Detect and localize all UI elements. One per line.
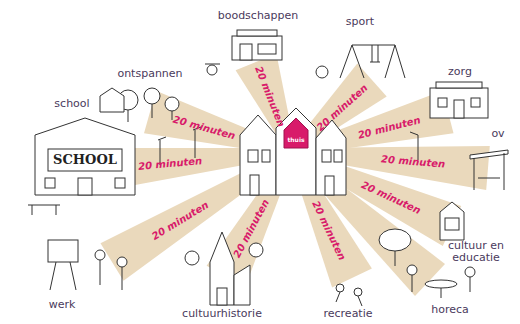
shop <box>205 30 282 75</box>
playground <box>316 45 405 78</box>
church <box>185 232 263 305</box>
category-label: school <box>54 98 89 110</box>
category-label: ov <box>491 128 504 140</box>
category-label: zorg <box>448 66 472 78</box>
library-kiosk <box>440 202 464 240</box>
category-label: ontspannen <box>117 68 182 80</box>
category-label: sport <box>346 16 374 28</box>
sign-text: thuis <box>287 137 304 144</box>
health-center <box>430 82 488 118</box>
category-label: cultuur en educatie <box>442 240 510 264</box>
category-label: boodschappen <box>218 10 299 22</box>
school-building <box>28 118 135 215</box>
category-label: recreatie <box>323 308 372 320</box>
sign-text: SCHOOL <box>53 153 117 167</box>
home-marker <box>284 118 308 148</box>
recreation-tree <box>336 229 411 306</box>
category-label: cultuurhistorie <box>182 308 262 320</box>
category-label: werk <box>49 299 76 311</box>
cafe-table <box>407 265 475 298</box>
category-label: horeca <box>431 304 469 316</box>
workplace <box>48 240 127 290</box>
park-trees <box>100 88 179 122</box>
bus-stop <box>470 150 508 190</box>
